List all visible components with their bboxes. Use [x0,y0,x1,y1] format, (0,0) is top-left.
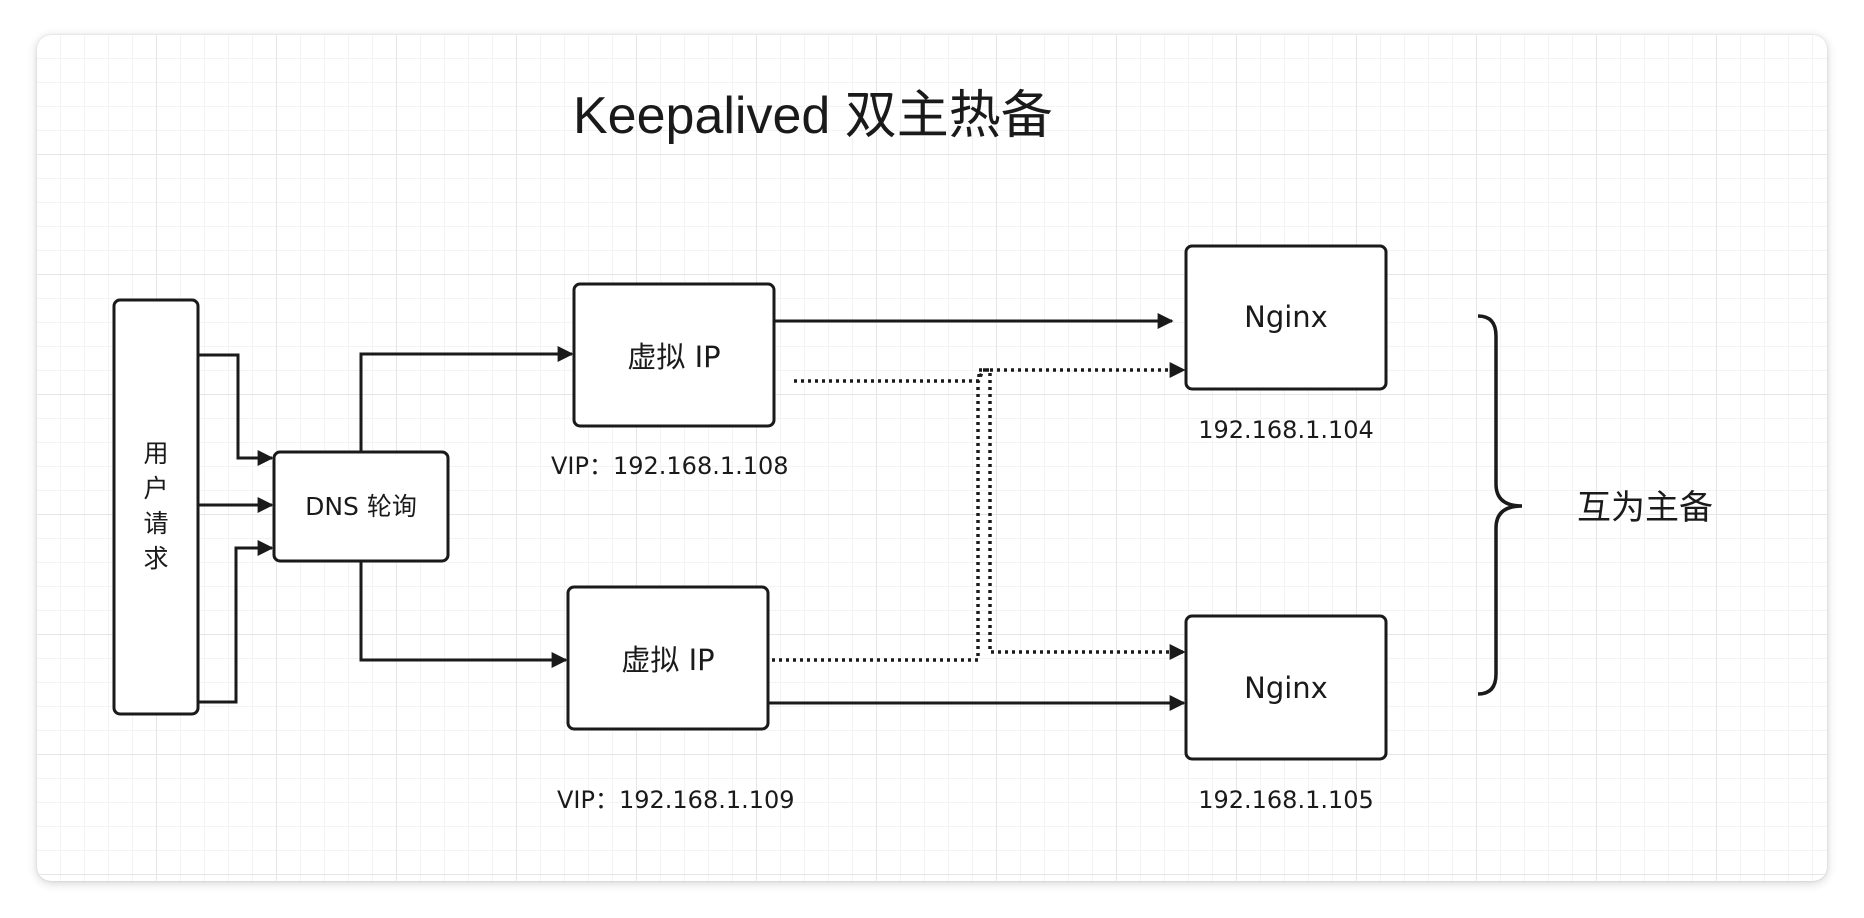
user-request-char-2: 户 [143,474,168,503]
vip-bottom-label: 虚拟 IP [621,643,714,677]
nginx-bottom-box [1184,614,1388,761]
nginx-top-box [1184,244,1388,391]
nginx-bottom-address: 192.168.1.105 [1198,786,1374,814]
nginx-top-label: Nginx [1244,300,1328,334]
user-request-char-4: 求 [143,544,168,573]
user-to-dns-connectors [198,353,274,704]
mutual-backup-brace [1477,314,1523,696]
vip-to-nginx-primary-connectors [768,313,1186,711]
nginx-bottom-node: Nginx [1184,614,1388,761]
connector-dns-vip-bottom [359,561,568,668]
vip-top-node: 虚拟 IP [572,282,776,428]
vip-top-address: VIP：192.168.1.108 [551,452,789,480]
dns-label: DNS 轮询 [305,492,417,521]
connector-vip-top-nginx-bottom-backup [794,368,1186,660]
vip-bottom-address: VIP：192.168.1.109 [557,786,795,814]
dns-to-vip-connectors [359,346,574,668]
vip-bottom-box [566,585,770,731]
diagram-title: Keepalived 双主热备 [573,87,1053,145]
user-request-node: 用 户 请 求 [112,298,200,716]
user-request-box [112,298,200,716]
connector-user-dns-bottom [198,540,274,704]
vip-bottom-node: 虚拟 IP [566,585,770,731]
connector-vip-bottom-nginx-top-backup [772,362,1186,662]
nginx-bottom-label: Nginx [1244,671,1328,705]
user-request-char-3: 请 [143,509,168,538]
diagram-canvas [37,35,1827,881]
nginx-top-address: 192.168.1.104 [1198,416,1374,444]
vip-to-nginx-backup-connectors [772,362,1186,662]
vip-top-box [572,282,776,428]
dns-node: DNS 轮询 [272,450,450,563]
connector-user-dns-top [198,353,274,466]
connector-dns-vip-top [359,346,574,452]
vip-top-label: 虚拟 IP [627,340,720,374]
user-request-char-1: 用 [143,439,168,468]
nginx-top-node: Nginx [1184,244,1388,391]
mutual-backup-label: 互为主备 [1577,488,1713,528]
